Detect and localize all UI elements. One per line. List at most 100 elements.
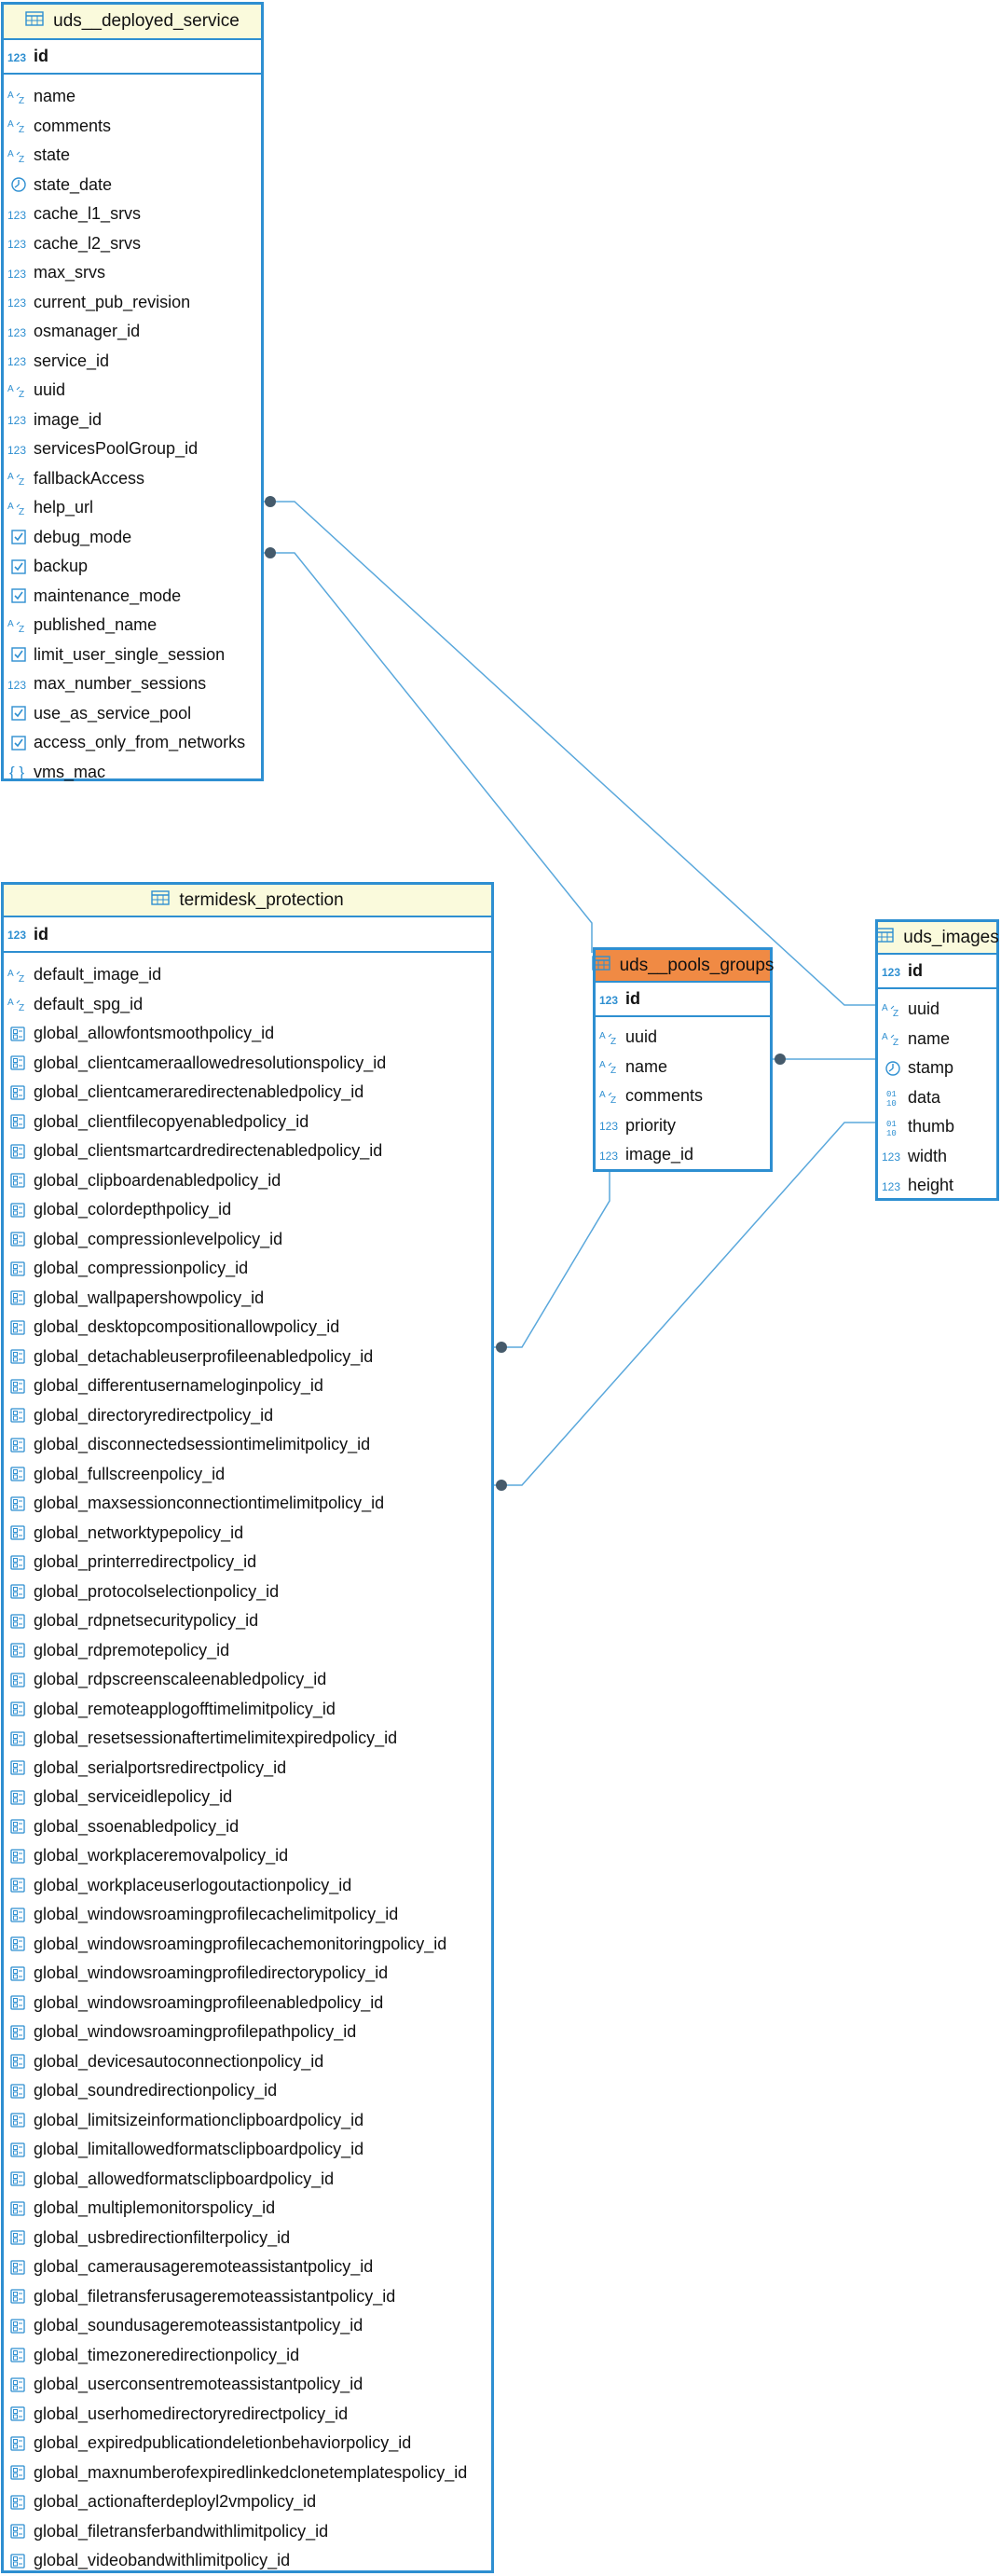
column-row[interactable]: global_serviceidlepolicy_id: [4, 1783, 491, 1812]
column-row[interactable]: global_userhomedirectoryredirectpolicy_i…: [4, 2400, 491, 2430]
column-row[interactable]: global_clientsmartcardredirectenabledpol…: [4, 1136, 491, 1166]
column-row[interactable]: global_expiredpublicationdeletionbehavio…: [4, 2429, 491, 2459]
column-row[interactable]: maintenance_mode: [4, 582, 261, 612]
column-row[interactable]: global_windowsroamingprofiledirectorypol…: [4, 1959, 491, 1989]
column-row[interactable]: global_actionafterdeployl2vmpolicy_id: [4, 2487, 491, 2517]
column-row[interactable]: global_maxsessionconnectiontimelimitpoli…: [4, 1489, 491, 1519]
column-row[interactable]: global_remoteapplogofftimelimitpolicy_id: [4, 1695, 491, 1725]
column-row[interactable]: global_disconnectedsessiontimelimitpolic…: [4, 1430, 491, 1460]
column-row[interactable]: global_rdpnetsecuritypolicy_id: [4, 1606, 491, 1636]
column-row[interactable]: global_timezoneredirectionpolicy_id: [4, 2341, 491, 2371]
column-row[interactable]: use_as_service_pool: [4, 699, 261, 729]
primary-key-row[interactable]: 123 id: [4, 917, 491, 953]
column-row[interactable]: global_desktopcompositionallowpolicy_id: [4, 1313, 491, 1343]
primary-key-row[interactable]: 123 id: [596, 983, 770, 1017]
column-row[interactable]: global_compressionlevelpolicy_id: [4, 1225, 491, 1255]
column-row[interactable]: global_windowsroamingprofilecachemonitor…: [4, 1930, 491, 1960]
column-row[interactable]: state_date: [4, 171, 261, 200]
column-row[interactable]: global_allowfontsmoothpolicy_id: [4, 1019, 491, 1049]
column-row[interactable]: global_clipboardenabledpolicy_id: [4, 1166, 491, 1196]
column-row[interactable]: global_windowsroamingprofileenabledpolic…: [4, 1989, 491, 2018]
primary-key-row[interactable]: 123 id: [4, 40, 261, 75]
column-row[interactable]: global_directoryredirectpolicy_id: [4, 1401, 491, 1431]
column-row[interactable]: global_ssoenabledpolicy_id: [4, 1812, 491, 1842]
column-row[interactable]: global_userconsentremoteassistantpolicy_…: [4, 2370, 491, 2400]
table-header[interactable]: uds__deployed_service: [4, 5, 261, 40]
column-row[interactable]: global_compressionpolicy_id: [4, 1254, 491, 1284]
column-row[interactable]: global_soundredirectionpolicy_id: [4, 2076, 491, 2106]
column-row[interactable]: global_rdpscreenscaleenabledpolicy_id: [4, 1665, 491, 1695]
column-row[interactable]: global_usbredirectionfilterpolicy_id: [4, 2224, 491, 2253]
column-row[interactable]: global_workplaceremovalpolicy_id: [4, 1841, 491, 1871]
column-row[interactable]: global_allowedformatsclipboardpolicy_id: [4, 2165, 491, 2195]
column-row[interactable]: global_resetsessionaftertimelimitexpired…: [4, 1724, 491, 1754]
column-row[interactable]: global_networktypepolicy_id: [4, 1519, 491, 1549]
column-row[interactable]: global_clientfilecopyenabledpolicy_id: [4, 1108, 491, 1137]
column-row[interactable]: global_clientcameraredirectenabledpolicy…: [4, 1078, 491, 1108]
column-row[interactable]: global_colordepthpolicy_id: [4, 1195, 491, 1225]
column-row[interactable]: global_fullscreenpolicy_id: [4, 1460, 491, 1490]
column-row[interactable]: { }vms_mac: [4, 758, 261, 788]
column-row[interactable]: global_workplaceuserlogoutactionpolicy_i…: [4, 1871, 491, 1901]
column-row[interactable]: global_videobandwithlimitpolicy_id: [4, 2546, 491, 2576]
primary-key-row[interactable]: 123 id: [878, 955, 996, 989]
column-row[interactable]: global_detachableuserprofileenabledpolic…: [4, 1343, 491, 1372]
column-row[interactable]: global_windowsroamingprofilepathpolicy_i…: [4, 2018, 491, 2047]
column-row[interactable]: global_clientcameraallowedresolutionspol…: [4, 1049, 491, 1079]
column-row[interactable]: global_devicesautoconnectionpolicy_id: [4, 2047, 491, 2077]
column-row[interactable]: limit_user_single_session: [4, 641, 261, 670]
column-row[interactable]: global_soundusageremoteassistantpolicy_i…: [4, 2311, 491, 2341]
column-row[interactable]: global_filetransferbandwithlimitpolicy_i…: [4, 2517, 491, 2547]
column-row[interactable]: stamp: [878, 1054, 996, 1083]
column-row[interactable]: global_rdpremotepolicy_id: [4, 1636, 491, 1666]
column-row[interactable]: global_serialportsredirectpolicy_id: [4, 1754, 491, 1784]
table-header[interactable]: termidesk_protection: [4, 885, 491, 917]
column-row[interactable]: global_multiplemonitorspolicy_id: [4, 2194, 491, 2224]
column-row[interactable]: global_windowsroamingprofilecachelimitpo…: [4, 1900, 491, 1930]
table-header[interactable]: uds_images: [875, 922, 999, 955]
column-row[interactable]: global_printerredirectpolicy_id: [4, 1548, 491, 1577]
column-row[interactable]: global_limitallowedformatsclipboardpolic…: [4, 2135, 491, 2165]
column-row[interactable]: global_differentusernameloginpolicy_id: [4, 1371, 491, 1401]
column-row[interactable]: backup: [4, 552, 261, 582]
table-header-selected[interactable]: uds__pools_groups: [591, 950, 774, 983]
column-row[interactable]: debug_mode: [4, 523, 261, 553]
column-row[interactable]: global_camerausageremoteassistantpolicy_…: [4, 2252, 491, 2282]
column-row[interactable]: access_only_from_networks: [4, 728, 261, 758]
column-row[interactable]: global_protocolselectionpolicy_id: [4, 1577, 491, 1607]
column-row[interactable]: global_maxnumberofexpiredlinkedclonetemp…: [4, 2459, 491, 2488]
column-row[interactable]: global_limitsizeinformationclipboardpoli…: [4, 2106, 491, 2136]
